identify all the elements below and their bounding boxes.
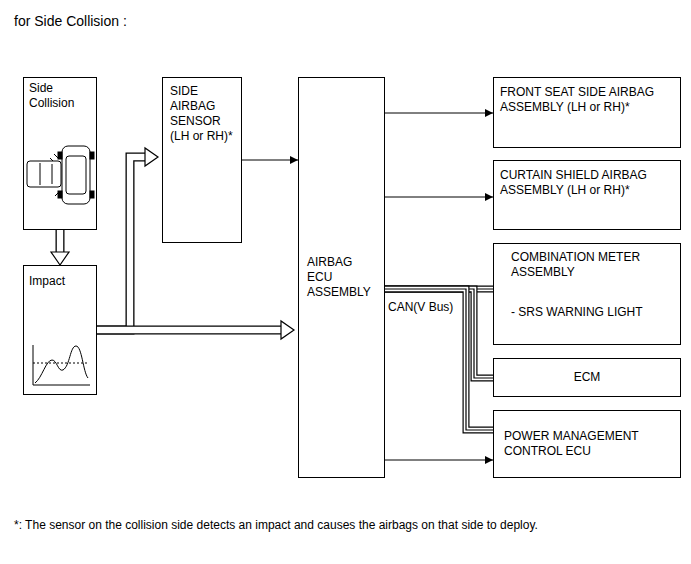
- box-text: SIDE AIRBAG SENSOR (LH or RH)*: [170, 84, 234, 144]
- box-text: FRONT SEAT SIDE AIRBAG ASSEMBLY (LH or R…: [500, 85, 674, 115]
- box-text: POWER MANAGEMENT CONTROL ECU: [504, 429, 674, 459]
- box-text: - SRS WARNING LIGHT: [511, 305, 674, 320]
- signal-line: [385, 460, 493, 461]
- hollow-arrowhead: [281, 321, 294, 339]
- diagram-title: for Side Collision :: [14, 13, 127, 29]
- hollow-arrow-outline: [97, 157, 145, 330]
- striking-car: [27, 161, 61, 187]
- connector: [385, 289, 493, 430]
- ecu-box: AIRBAG ECU ASSEMBLY: [298, 77, 385, 478]
- collision-illustration: [27, 146, 94, 204]
- connector: [97, 321, 294, 339]
- box-text: Side Collision: [29, 81, 91, 111]
- wheel: [90, 191, 94, 198]
- connector: [385, 289, 493, 378]
- signal-line: [385, 113, 493, 114]
- illustration-box: Side Collision: [23, 77, 97, 230]
- signal-line: [385, 197, 493, 198]
- struck-car: [62, 146, 90, 204]
- hollow-arrow-inner: [57, 230, 63, 252]
- wheel: [90, 152, 94, 159]
- bus-line: [385, 289, 493, 430]
- box-text: COMBINATION METER ASSEMBLY: [511, 250, 674, 280]
- bus-line: [385, 289, 493, 378]
- hollow-arrow-outline: [56, 230, 65, 252]
- signal-line: [242, 160, 298, 161]
- illustration-box: Impact: [23, 265, 97, 395]
- connector: [385, 113, 493, 114]
- hollow-arrowhead: [145, 148, 158, 166]
- footnote: *: The sensor on the collision side dete…: [14, 517, 538, 533]
- meter-box: COMBINATION METER ASSEMBLY - SRS WARNING …: [493, 243, 681, 345]
- box-text: CURTAIN SHIELD AIRBAG ASSEMBLY (LH or RH…: [500, 168, 674, 198]
- bus-line: [385, 289, 493, 430]
- bus-line: [385, 289, 493, 378]
- connector: [242, 160, 298, 161]
- box-text: AIRBAG ECU ASSEMBLY: [307, 255, 377, 300]
- impact-graph: [33, 345, 90, 385]
- bus-line: [385, 289, 493, 378]
- threshold-line: [33, 363, 88, 364]
- connector: [385, 197, 493, 198]
- ecu-box: POWER MANAGEMENT CONTROL ECU: [493, 410, 681, 478]
- hollow-arrow-inner: [97, 327, 281, 333]
- wheel: [58, 152, 62, 159]
- connector: [51, 230, 69, 265]
- box-text: ECM: [574, 370, 601, 385]
- bus-line: [385, 289, 493, 430]
- connector: [385, 460, 493, 461]
- impact-curve: [35, 346, 88, 383]
- hollow-arrow-inner: [97, 157, 145, 330]
- ecu-box: ECM: [493, 358, 681, 397]
- airbag-box: CURTAIN SHIELD AIRBAG ASSEMBLY (LH or RH…: [493, 160, 681, 230]
- connector: [97, 148, 158, 330]
- airbag-box: FRONT SEAT SIDE AIRBAG ASSEMBLY (LH or R…: [493, 77, 681, 148]
- hollow-arrow-outline: [97, 326, 281, 335]
- box-text: Impact: [29, 274, 91, 289]
- car-detail: [52, 164, 53, 184]
- impact-marks: [50, 154, 59, 196]
- hollow-arrowhead: [51, 252, 69, 265]
- sensor-box: SIDE AIRBAG SENSOR (LH or RH)*: [162, 77, 242, 243]
- car-detail: [40, 163, 41, 185]
- graph-axes: [33, 345, 90, 385]
- edge-label: CAN(V Bus): [387, 299, 454, 315]
- car-roof: [66, 156, 86, 194]
